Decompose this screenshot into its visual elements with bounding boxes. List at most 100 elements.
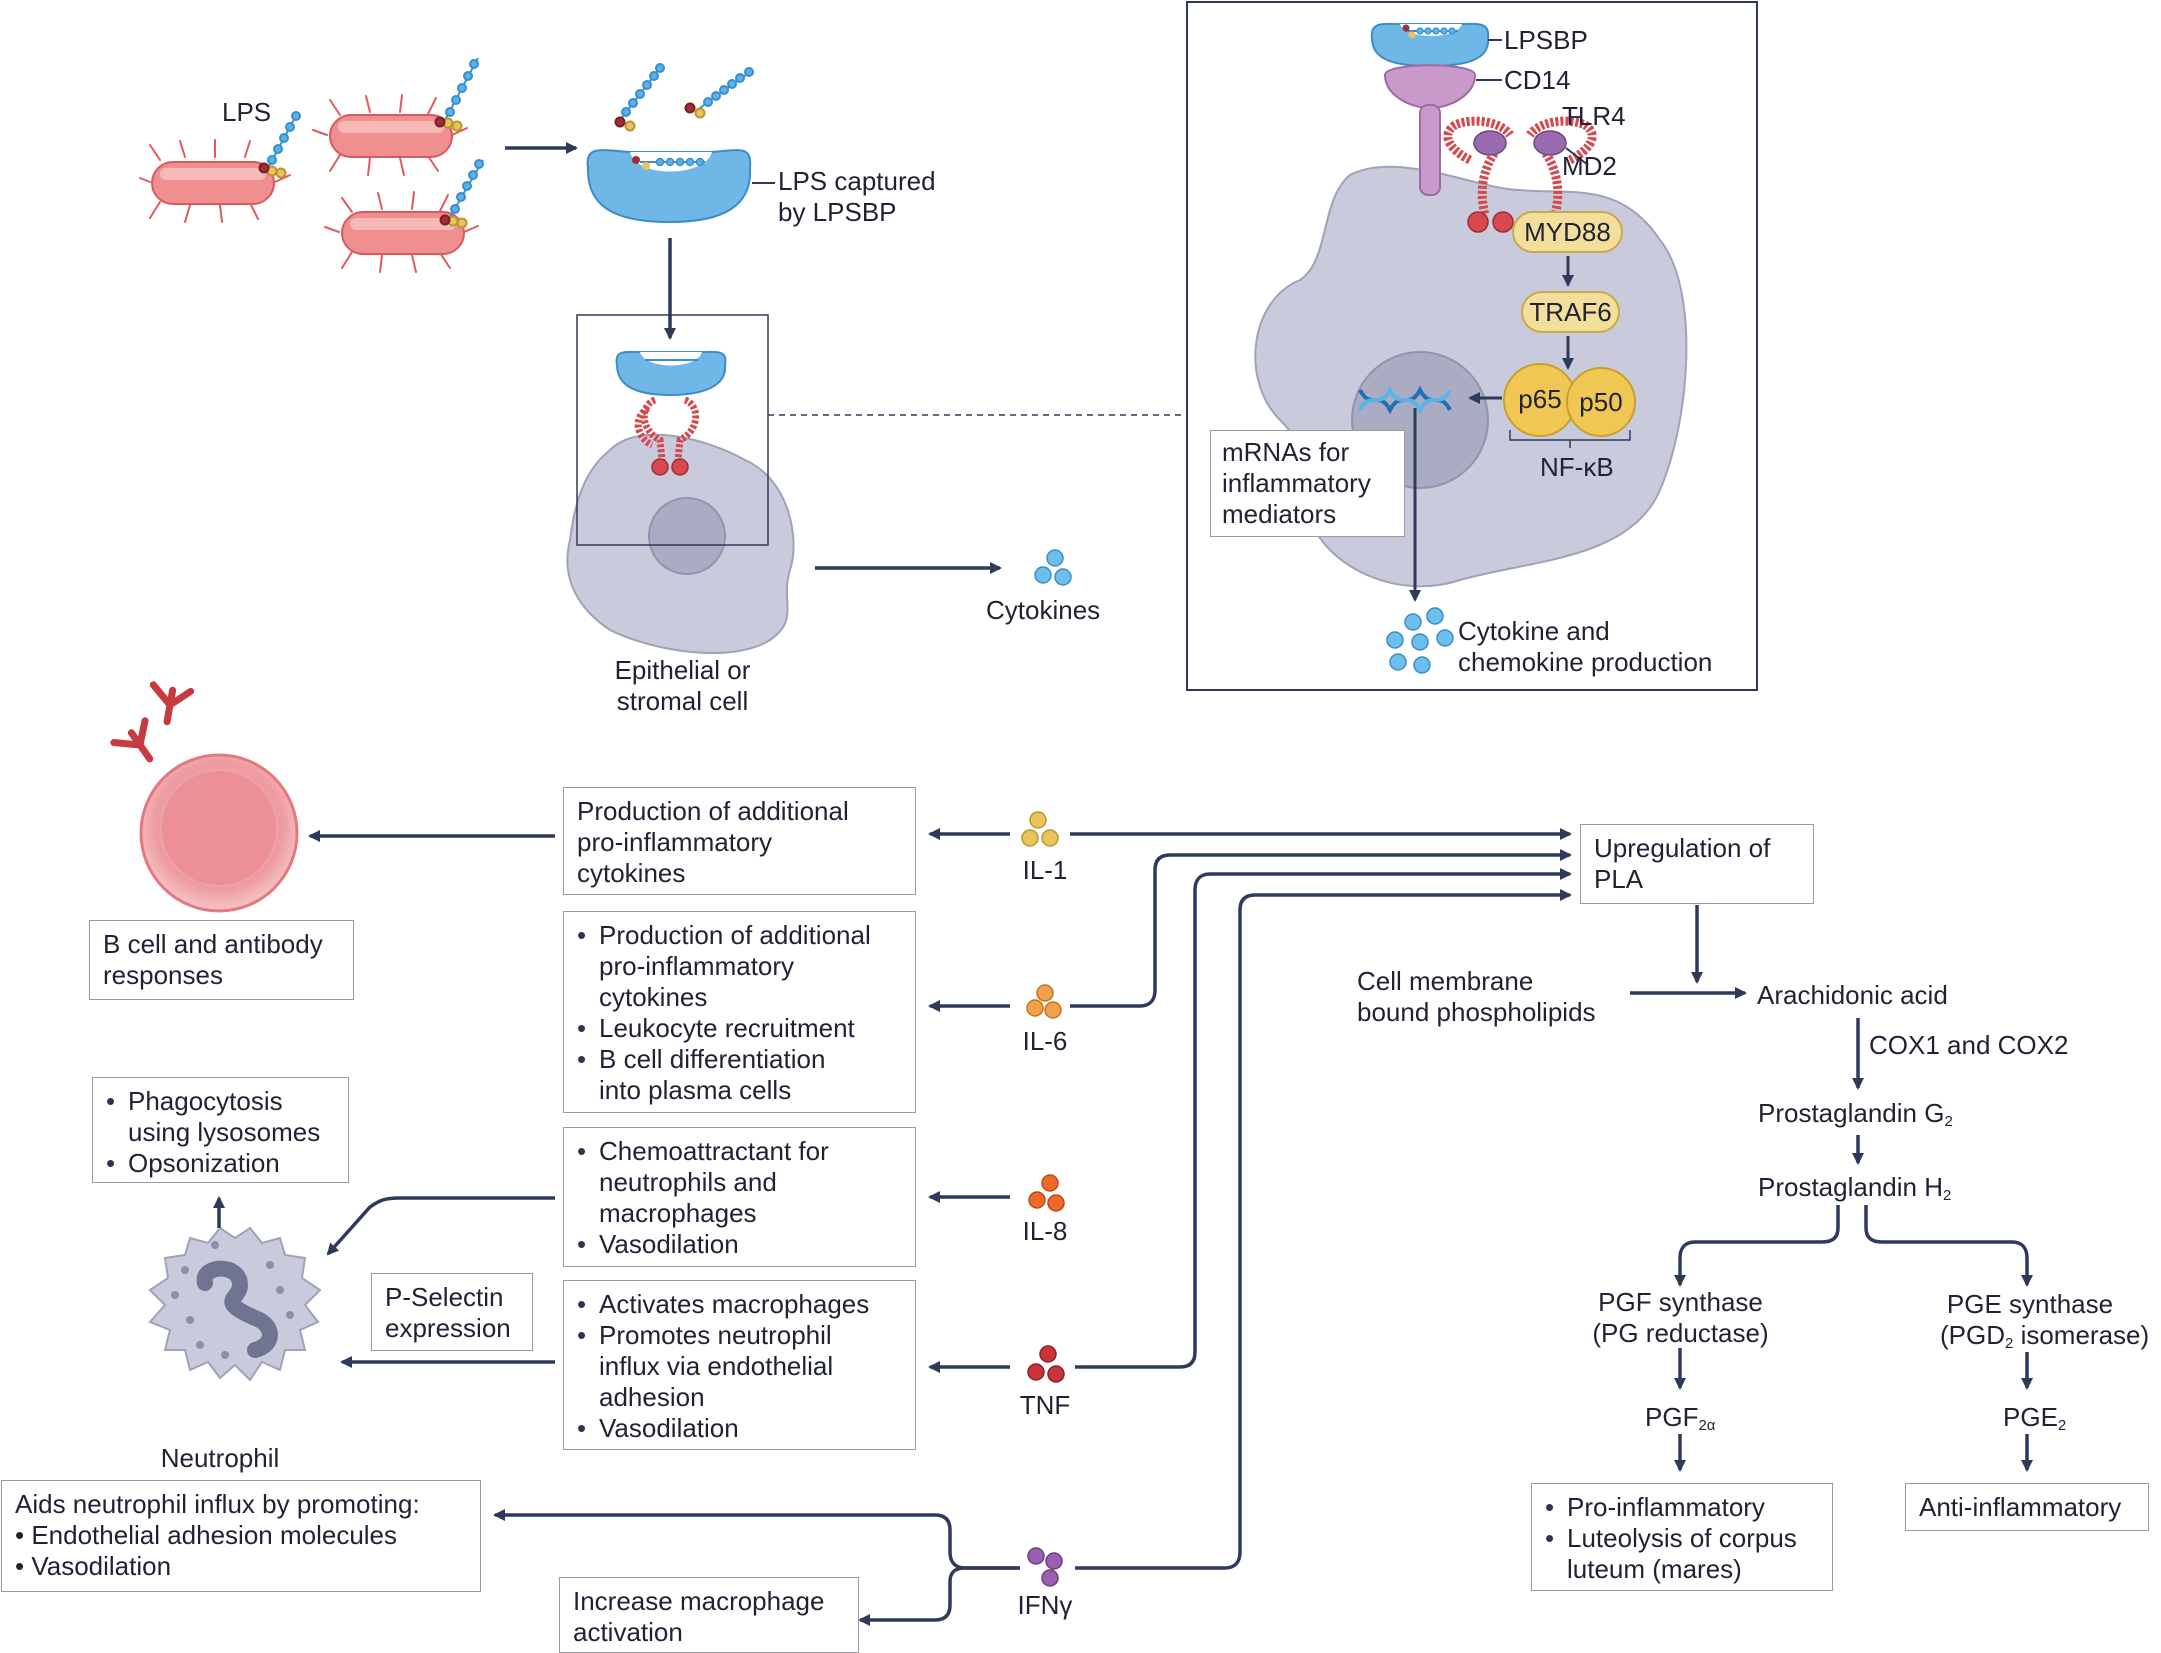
bacterium-2	[312, 94, 468, 176]
ifng-dots	[1027, 1547, 1063, 1587]
md2-label: MD2	[1562, 151, 1617, 181]
pselectin-line1: P-Selectin	[385, 1282, 504, 1312]
lps-chain-1	[258, 111, 301, 179]
myd88-label: MYD88	[1524, 217, 1611, 247]
pgf-synthase-line2: (PG reductase)	[1592, 1318, 1769, 1348]
pla-line2: PLA	[1594, 864, 1644, 894]
bcell-line2: responses	[103, 960, 223, 990]
tnf-dots	[1027, 1345, 1065, 1383]
neutrophil-cell	[148, 1226, 322, 1382]
il1-effect-line1: Production of additional	[577, 796, 849, 826]
pro-item-2-a: Luteolysis of corpus	[1567, 1523, 1797, 1553]
pge-synthase-line2: (PGD2 isomerase)	[1940, 1320, 2149, 1359]
tlr4-label: TLR4	[1562, 101, 1626, 131]
il8-item-2: Vasodilation	[577, 1229, 902, 1260]
phago-item-1-cont: using lysosomes	[128, 1117, 321, 1147]
p50-label: p50	[1579, 387, 1623, 417]
macrophage-activation-box: Increase macrophage activation	[559, 1577, 859, 1653]
inset-lpsbp	[1370, 22, 1490, 68]
pge-synthase-line1: PGE synthase	[1946, 1289, 2114, 1319]
lps-chains	[258, 57, 484, 229]
production-label: Cytokine and chemokine production	[1458, 616, 1712, 678]
il6-item-1-b: pro-inflammatory	[599, 951, 795, 981]
bcell-line1: B cell and antibody	[103, 929, 323, 959]
myd88-pill	[1512, 211, 1623, 253]
cytokine-effect-arrows	[928, 828, 1010, 1373]
epithelial-line2: stromal cell	[616, 686, 749, 716]
epithelial-label: Epithelial or stromal cell	[590, 655, 775, 717]
membrane-label: Cell membrane bound phospholipids	[1357, 966, 1596, 1028]
nfkb-label: NF-κB	[1540, 452, 1614, 482]
p50-circle	[1566, 367, 1636, 437]
mrna-line1: mRNAs for	[1222, 437, 1350, 467]
tnf-item-1: Activates macrophages	[577, 1289, 902, 1320]
pge2-text: PGE	[2003, 1402, 2058, 1432]
il8-item-1-c: macrophages	[599, 1198, 757, 1228]
arrows-to-pla	[1070, 828, 1572, 1570]
membrane-line2: bound phospholipids	[1357, 997, 1596, 1027]
pgg2-sub: 2	[1944, 1113, 1953, 1130]
lps-chain-2	[434, 57, 479, 132]
tnf-item-2-c: adhesion	[599, 1382, 705, 1412]
pro-item-1: Pro-inflammatory	[1545, 1492, 1819, 1523]
lps-captured-line2: by LPSBP	[778, 197, 897, 227]
lpsbp-label: LPSBP	[1504, 25, 1588, 55]
pgf2a-sub: 2α	[1698, 1417, 1716, 1434]
tnf-label: TNF	[1019, 1390, 1071, 1420]
inset-cd14	[1383, 64, 1477, 196]
cox-label: COX1 and COX2	[1869, 1030, 2069, 1060]
aids-item-2: • Vasodilation	[15, 1551, 172, 1581]
il8-item-1-a: Chemoattractant for	[599, 1136, 829, 1166]
il8-item-1-b: neutrophils and	[599, 1167, 777, 1197]
pselectin-line2: expression	[385, 1313, 511, 1343]
pgf-synthase-label: PGF synthase (PG reductase)	[1583, 1287, 1778, 1349]
il6-label: IL-6	[1022, 1026, 1068, 1056]
aids-item-1-text: Endothelial adhesion molecules	[31, 1520, 398, 1550]
md2-pointer	[1565, 147, 1589, 166]
inset-tlr4-md2	[1443, 116, 1597, 233]
neutrophil-label: Neutrophil	[160, 1443, 280, 1473]
il1-label: IL-1	[1022, 855, 1068, 885]
dna-icon	[1358, 385, 1452, 415]
il6-item-3-b: into plasma cells	[599, 1075, 792, 1105]
pgh2-sub: 2	[1943, 1187, 1952, 1204]
pgg2-text: Prostaglandin G	[1758, 1098, 1945, 1128]
pathway-arrows	[1630, 905, 2033, 1472]
nfkb-bracket	[1509, 430, 1631, 448]
traf6-label: TRAF6	[1529, 297, 1612, 327]
il6-effect-box: Production of additionalpro-inflammatory…	[563, 911, 916, 1113]
arrow-il8-to-neutrophil	[326, 1196, 555, 1256]
aids-item-1: • Endothelial adhesion molecules	[15, 1520, 398, 1550]
pgh2-label: Prostaglandin H2	[1758, 1172, 1951, 1211]
macrophage-line1: Increase macrophage	[573, 1586, 825, 1616]
pla-box: Upregulation of PLA	[1580, 824, 1814, 904]
membrane-line1: Cell membrane	[1357, 966, 1534, 996]
p65-label: p65	[1518, 384, 1562, 414]
pge-synthase-sub: 2	[2005, 1335, 2014, 1352]
bacteria-group	[139, 94, 479, 273]
pselectin-box: P-Selectin expression	[371, 1273, 533, 1351]
bcell-response-box: B cell and antibody responses	[89, 920, 354, 1000]
pge-synthase-label: PGE synthase (PGD2 isomerase)	[1940, 1289, 2149, 1359]
arachidonic-label: Arachidonic acid	[1757, 980, 1948, 1010]
lps-chain-3	[439, 159, 484, 229]
cytokines-label: Cytokines	[986, 595, 1101, 625]
il1-effect-box: Production of additional pro-inflammator…	[563, 787, 916, 895]
il1-effect-line3: cytokines	[577, 858, 686, 888]
phago-item-2: Opsonization	[106, 1148, 335, 1179]
pgh2-text: Prostaglandin H	[1758, 1172, 1943, 1202]
il8-label: IL-8	[1022, 1216, 1068, 1246]
arrow-ifng-to-aids	[493, 1509, 1020, 1570]
il1-effect-line2: pro-inflammatory	[577, 827, 773, 857]
pla-line1: Upregulation of	[1594, 833, 1771, 863]
aids-item-2-text: Vasodilation	[31, 1551, 172, 1581]
il6-dots	[1026, 984, 1062, 1019]
pgf2a-label: PGF2α	[1645, 1402, 1715, 1441]
mrna-box: mRNAs for inflammatory mediators	[1210, 430, 1405, 537]
pgf-synthase-line1: PGF synthase	[1598, 1287, 1763, 1317]
production-line1: Cytokine and	[1458, 616, 1610, 646]
